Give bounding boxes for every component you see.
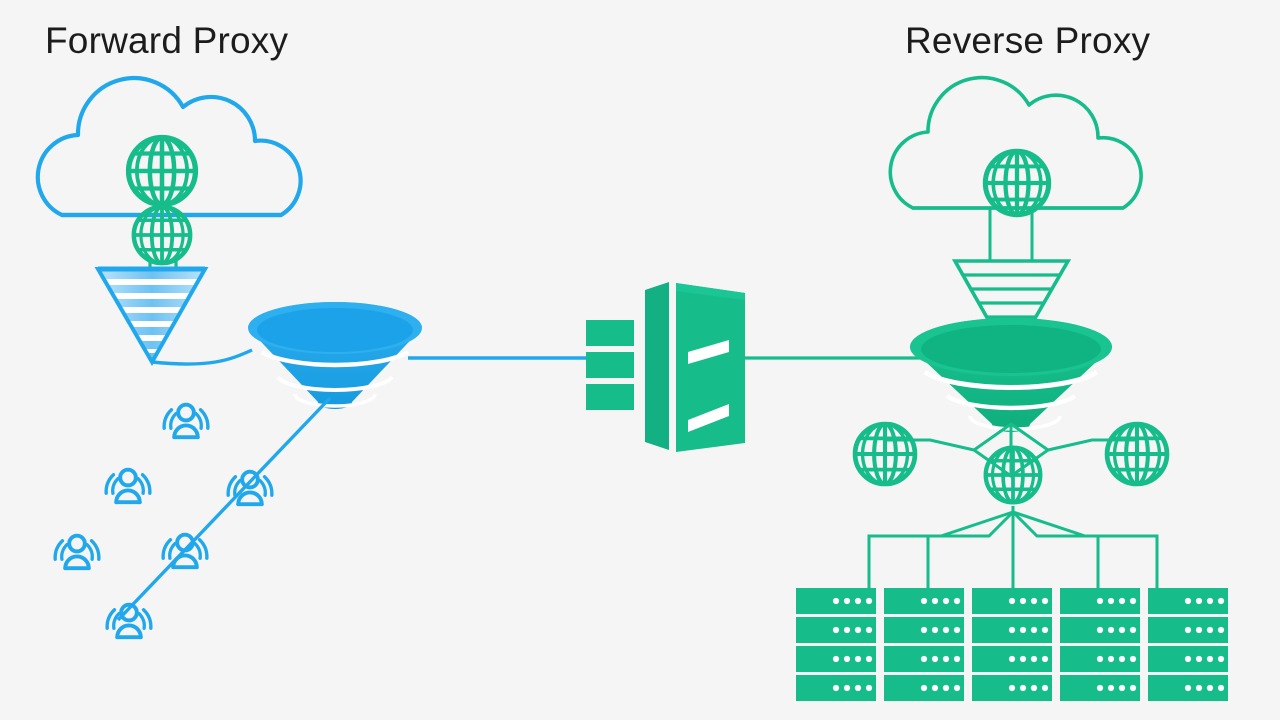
- forward-striped-cone: [94, 266, 209, 367]
- server-rack-c1r2: [796, 617, 876, 643]
- firewall-side-panel-2: [586, 352, 634, 378]
- reverse-cloud-globe: [985, 151, 1048, 214]
- server-rack-c5r1: [1148, 588, 1228, 614]
- forward-cloud-icon: [35, 76, 303, 218]
- reverse-server-fan: [867, 506, 1159, 588]
- forward-client-4: [53, 533, 101, 571]
- server-rack-c2r2: [884, 617, 964, 643]
- server-rack-c4r3: [1060, 646, 1140, 672]
- forward-proxy-title: Forward Proxy: [45, 20, 289, 61]
- server-rack-c5r4: [1148, 675, 1228, 701]
- server-rack-c3r3: [972, 646, 1052, 672]
- reverse-globe-center: [986, 448, 1041, 503]
- server-rack-c4r2: [1060, 617, 1140, 643]
- server-rack-c3r2: [972, 617, 1052, 643]
- server-rack-c2r1: [884, 588, 964, 614]
- reverse-globe-left: [855, 424, 915, 484]
- firewall-side-panel-3: [586, 384, 634, 410]
- server-rack-c1r3: [796, 646, 876, 672]
- reverse-server-racks: [796, 588, 1228, 701]
- reverse-proxy-funnel: [910, 318, 1112, 432]
- server-rack-c2r3: [884, 646, 964, 672]
- forward-proxy-funnel: [248, 302, 422, 409]
- forward-cloud-globe-lower: [134, 207, 190, 263]
- server-rack-c4r1: [1060, 588, 1140, 614]
- reverse-proxy-title: Reverse Proxy: [905, 20, 1151, 61]
- forward-client-1: [162, 402, 210, 440]
- firewall-side-panel-1: [586, 320, 634, 346]
- forward-cone-to-funnel-link: [151, 348, 253, 366]
- forward-client-5: [161, 532, 209, 570]
- forward-client-2: [104, 467, 152, 505]
- forward-cloud-globe-upper: [129, 138, 196, 205]
- server-rack-c1r1: [796, 588, 876, 614]
- server-rack-c3r4: [972, 675, 1052, 701]
- server-rack-c5r2: [1148, 617, 1228, 643]
- server-rack-c3r1: [972, 588, 1052, 614]
- server-rack-c4r4: [1060, 675, 1140, 701]
- forward-client-chain-line: [116, 396, 332, 622]
- firewall-server-icon: [586, 282, 745, 452]
- server-rack-c2r4: [884, 675, 964, 701]
- server-rack-c5r3: [1148, 646, 1228, 672]
- reverse-globe-right: [1107, 424, 1167, 484]
- server-rack-c1r4: [796, 675, 876, 701]
